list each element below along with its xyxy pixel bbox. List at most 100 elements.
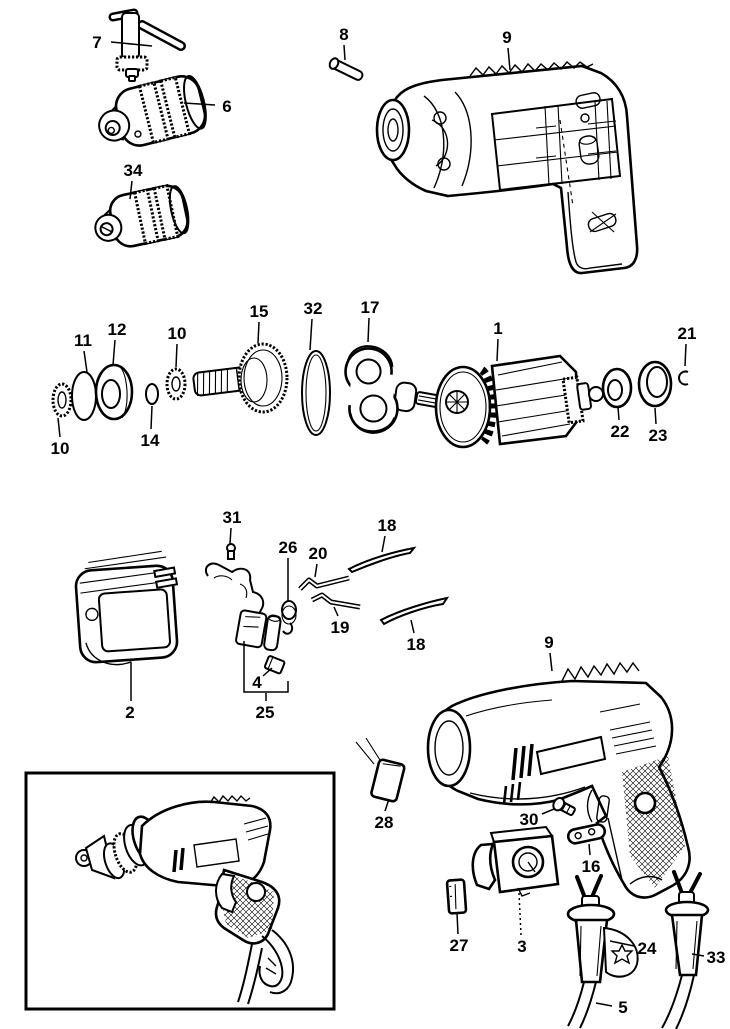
part-label-12: 12 bbox=[108, 320, 127, 339]
part-drawing-connector-27 bbox=[445, 878, 468, 915]
callout-leader-31 bbox=[229, 527, 232, 545]
part-drawing-spring-20 bbox=[298, 575, 350, 591]
part-drawing-housing-bottom-9 bbox=[426, 661, 691, 899]
part-label-14: 14 bbox=[141, 431, 160, 450]
callout-leader-8 bbox=[343, 44, 346, 61]
callout-leader-18-upper bbox=[381, 535, 386, 553]
part-drawing-cord-grommet-24 bbox=[566, 874, 639, 1029]
part-drawing-washer-10-upper bbox=[165, 367, 187, 401]
part-drawing-bearing-22 bbox=[601, 367, 633, 409]
part-label-10-lower: 10 bbox=[51, 439, 70, 458]
part-drawing-plate-16 bbox=[566, 823, 607, 845]
callout-leader-7 bbox=[110, 41, 153, 47]
callout-leader-19 bbox=[333, 606, 339, 617]
part-label-2: 2 bbox=[125, 703, 134, 722]
callout-leader-33 bbox=[691, 953, 705, 957]
part-drawing-chuck-6 bbox=[98, 75, 207, 147]
part-label-33: 33 bbox=[707, 948, 726, 967]
part-drawing-ring-23 bbox=[637, 360, 673, 408]
part-label-3: 3 bbox=[517, 937, 526, 956]
part-drawing-housing-top-9 bbox=[375, 61, 639, 275]
callout-leader-15 bbox=[257, 321, 260, 344]
callout-leader-14 bbox=[150, 405, 153, 430]
part-label-7: 7 bbox=[92, 33, 101, 52]
part-label-34: 34 bbox=[124, 161, 143, 180]
part-drawing-screw-31 bbox=[226, 543, 236, 560]
part-drawing-bearing-12 bbox=[94, 363, 134, 421]
part-label-24: 24 bbox=[638, 939, 657, 958]
callout-leader-23 bbox=[654, 407, 657, 425]
callout-leader-12 bbox=[112, 339, 116, 366]
part-drawing-chuck-34 bbox=[94, 183, 190, 248]
callout-leader-10-lower bbox=[57, 417, 61, 438]
part-label-21: 21 bbox=[678, 324, 697, 343]
callout-leader-11 bbox=[83, 350, 88, 373]
callout-leader-21 bbox=[684, 343, 687, 367]
part-label-17: 17 bbox=[361, 298, 380, 317]
part-label-28: 28 bbox=[375, 813, 394, 832]
callout-leader-3 bbox=[518, 892, 522, 936]
part-label-22: 22 bbox=[611, 422, 630, 441]
part-drawing-bearing-plate-17 bbox=[344, 345, 418, 434]
part-label-9-bottom: 9 bbox=[544, 633, 553, 652]
callout-leader-6 bbox=[183, 102, 216, 106]
callout-leader-17 bbox=[367, 317, 370, 343]
callout-leader-5 bbox=[595, 1002, 613, 1007]
part-drawing-pin-8 bbox=[328, 57, 364, 81]
part-label-18-upper: 18 bbox=[378, 516, 397, 535]
callout-leader-32 bbox=[309, 318, 313, 351]
callout-leader-16 bbox=[588, 843, 591, 856]
part-drawing-ring-14 bbox=[145, 383, 159, 405]
part-drawing-capacitor-28 bbox=[355, 737, 406, 803]
callout-leader-9-bottom bbox=[549, 652, 553, 672]
callout-leader-20 bbox=[314, 563, 318, 578]
callout-leader-9-top bbox=[507, 47, 511, 71]
callout-leader-28 bbox=[384, 798, 390, 812]
part-drawing-brush-holder-assembly bbox=[204, 562, 282, 652]
part-label-27: 27 bbox=[450, 936, 469, 955]
part-label-26: 26 bbox=[279, 538, 298, 557]
part-label-1: 1 bbox=[493, 319, 502, 338]
part-label-16: 16 bbox=[582, 857, 601, 876]
callout-leader-4 bbox=[262, 667, 273, 677]
callout-bracket-25 bbox=[243, 641, 289, 693]
part-drawing-grommet-26 bbox=[281, 600, 297, 635]
part-drawing-washer-10-lower bbox=[51, 382, 73, 418]
part-drawing-ring-11 bbox=[71, 371, 97, 421]
part-label-4: 4 bbox=[252, 673, 262, 692]
part-drawing-chuck-key-7 bbox=[108, 8, 186, 82]
part-label-19: 19 bbox=[331, 618, 350, 637]
callout-leader-22 bbox=[617, 406, 620, 421]
part-drawing-switch-3 bbox=[471, 825, 560, 897]
part-label-30: 30 bbox=[520, 810, 539, 829]
part-label-15: 15 bbox=[250, 302, 269, 321]
part-label-31: 31 bbox=[223, 508, 242, 527]
callout-leader-18-lower bbox=[410, 619, 415, 634]
part-drawing-leaf-spring-18-upper bbox=[347, 546, 417, 574]
callout-leader-24 bbox=[609, 940, 635, 947]
callout-leader-30 bbox=[541, 808, 555, 815]
part-label-10-upper: 10 bbox=[168, 324, 187, 343]
callout-leader-10-upper bbox=[175, 343, 178, 368]
part-drawing-clip-21 bbox=[677, 370, 689, 386]
part-drawing-leaf-spring-18-lower bbox=[379, 596, 450, 626]
part-label-23: 23 bbox=[649, 426, 668, 445]
part-label-6: 6 bbox=[222, 97, 231, 116]
part-drawing-field-coil-2 bbox=[74, 550, 179, 666]
part-label-18-lower: 18 bbox=[407, 635, 426, 654]
part-drawing-gear-shaft-15 bbox=[192, 342, 289, 414]
callout-leader-34 bbox=[129, 180, 133, 200]
part-drawing-screw-30 bbox=[552, 796, 576, 816]
part-drawing-armature-1 bbox=[414, 354, 604, 449]
part-label-11: 11 bbox=[74, 331, 92, 350]
part-drawing-spring-19 bbox=[310, 592, 361, 610]
part-label-25: 25 bbox=[256, 703, 275, 722]
part-label-32: 32 bbox=[304, 299, 323, 318]
part-drawing-gasket-32 bbox=[301, 350, 331, 436]
part-label-8: 8 bbox=[339, 25, 348, 44]
part-drawing-cord-grommet-33 bbox=[661, 870, 710, 1029]
part-label-9-top: 9 bbox=[502, 28, 511, 47]
callout-leader-1 bbox=[496, 338, 499, 362]
